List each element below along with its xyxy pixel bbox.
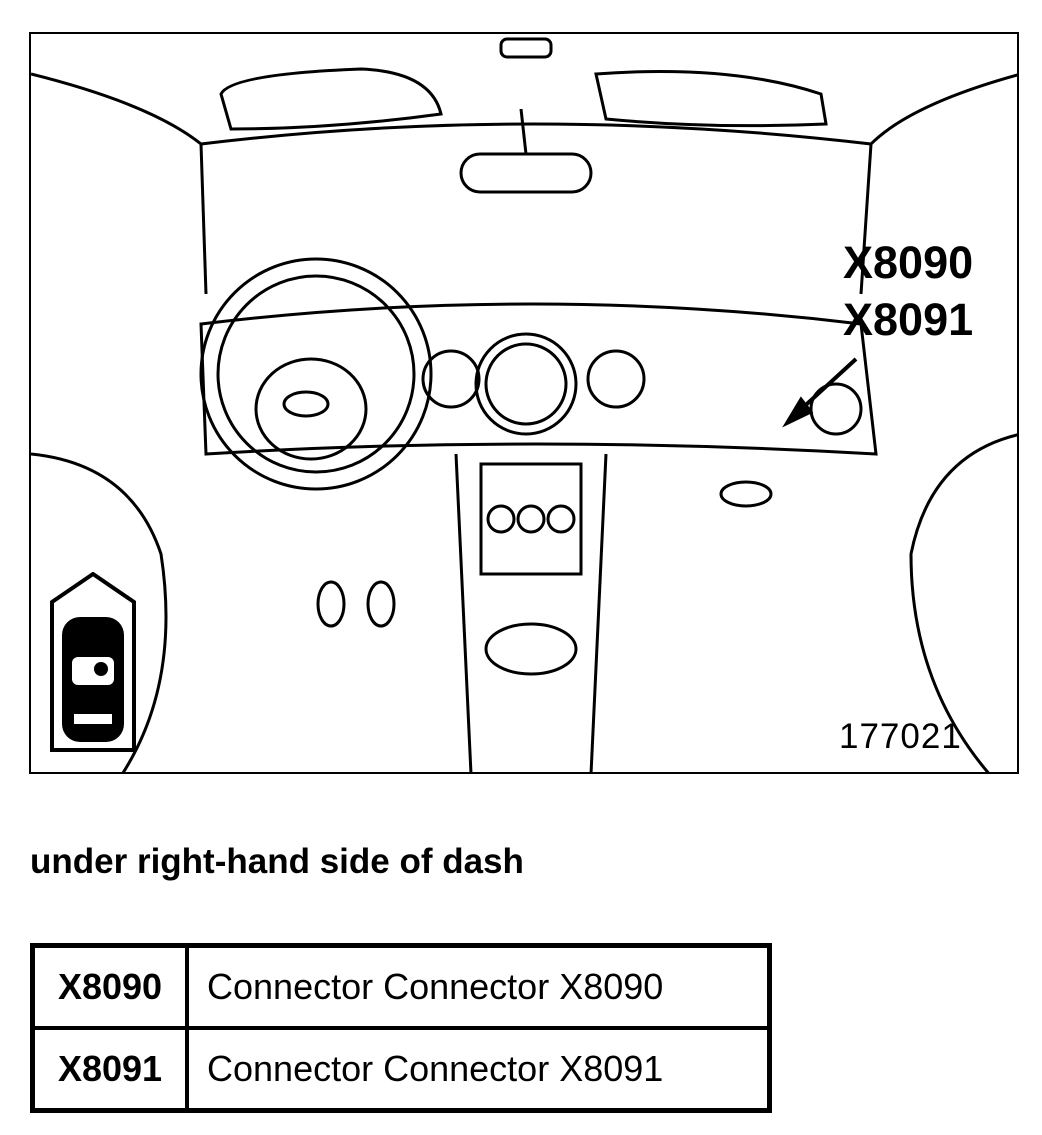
location-caption: under right-hand side of dash <box>30 842 524 881</box>
car-location-icon <box>48 572 138 752</box>
callout-label: X8091 <box>843 294 974 345</box>
table-row: X8090 Connector Connector X8090 <box>30 943 772 1030</box>
rear-view-mirror <box>459 152 593 194</box>
vent-left <box>421 349 481 409</box>
vehicle-interior-illustration: X8090 X8091 177021 <box>29 32 1019 774</box>
arrow-head-icon <box>782 396 814 428</box>
left-door <box>31 452 168 772</box>
pedal <box>366 580 396 628</box>
steering-hub <box>254 357 368 461</box>
windshield-top <box>200 122 872 146</box>
sun-visor-right <box>594 70 828 128</box>
vent-passenger <box>809 382 863 436</box>
connector-description: Connector Connector X8091 <box>185 1026 772 1113</box>
glovebox-handle <box>719 480 773 508</box>
steering-wheel <box>199 257 433 491</box>
connector-description: Connector Connector X8090 <box>185 943 772 1030</box>
connector-code: X8091 <box>30 1026 189 1113</box>
gear-shifter <box>484 622 578 676</box>
pedal <box>316 580 346 628</box>
table-row: X8091 Connector Connector X8091 <box>30 1026 772 1113</box>
right-door <box>909 433 1017 772</box>
radio-controls <box>479 462 583 576</box>
center-console <box>454 453 608 772</box>
a-pillars <box>31 72 1017 295</box>
vent-right <box>586 349 646 409</box>
callout-label: X8090 <box>843 237 974 288</box>
connector-table: X8090 Connector Connector X8090 X8091 Co… <box>30 943 772 1113</box>
dome-light <box>499 37 553 59</box>
speedometer <box>474 332 578 436</box>
connector-code: X8090 <box>30 943 189 1030</box>
dashboard-line-drawing <box>31 37 1017 772</box>
dashboard <box>199 302 878 456</box>
figure-number: 177021 <box>839 717 962 756</box>
sun-visor-left <box>219 67 443 131</box>
